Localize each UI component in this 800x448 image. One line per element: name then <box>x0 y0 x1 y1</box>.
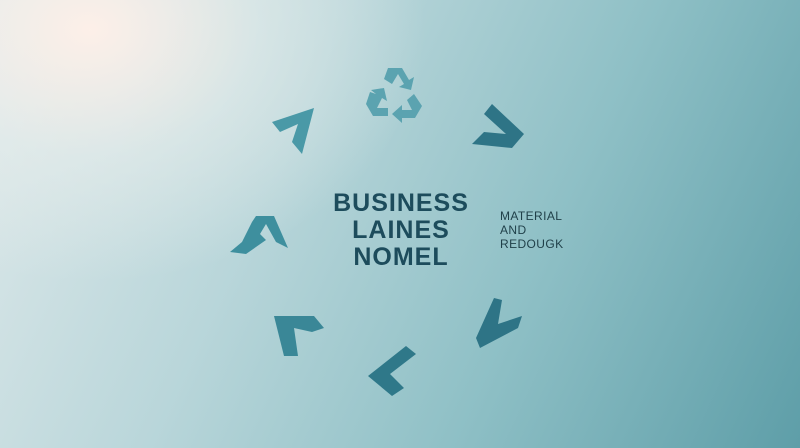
arrow-top-left <box>268 104 322 158</box>
recycle-icon <box>362 62 430 124</box>
title-line-2: LAINES <box>352 216 450 244</box>
title-line-1: BUSINESS <box>333 189 469 217</box>
side-label-line-3: REDOUGK <box>500 237 564 251</box>
arrow-bottom-left <box>270 312 328 360</box>
arrow-left <box>226 212 292 260</box>
arrow-bottom <box>364 342 420 400</box>
arrow-bottom-right <box>474 294 528 354</box>
title-line-3: NOMEL <box>353 243 449 271</box>
side-label-line-1: MATERIAL <box>500 209 563 223</box>
side-label-line-2: AND <box>500 223 527 237</box>
arrow-top-right <box>470 100 532 156</box>
diagram-title: BUSINESS LAINES NOMEL <box>316 190 486 271</box>
side-label: MATERIAL AND REDOUGK <box>500 209 600 251</box>
